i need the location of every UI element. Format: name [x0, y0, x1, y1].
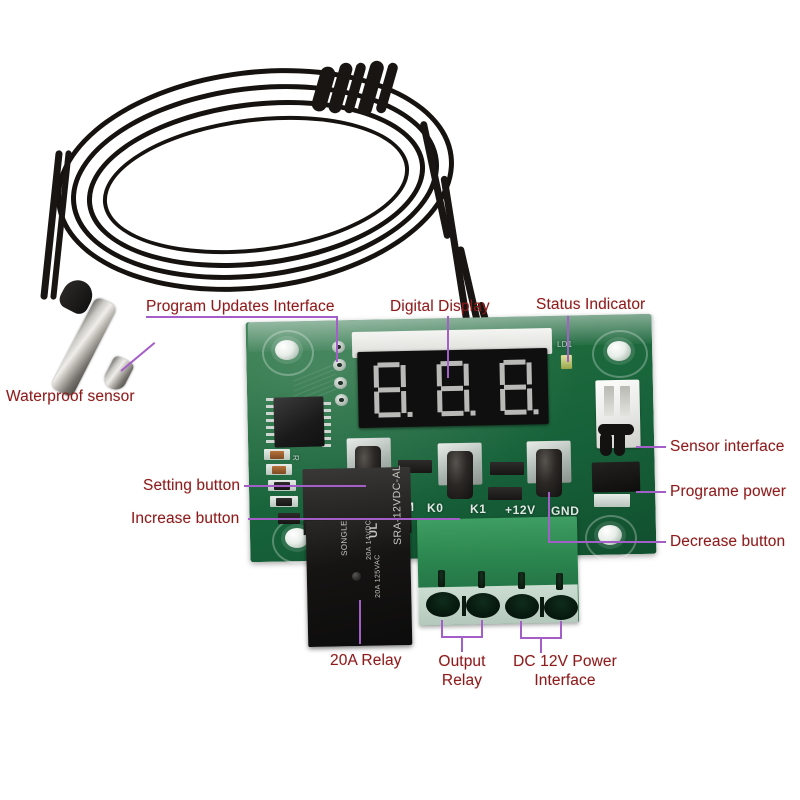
label-decrease-button: Decrease button	[670, 533, 786, 550]
label-program-updates-interface: Program Updates Interface	[146, 298, 335, 315]
terminal-screw-slot-4[interactable]	[556, 573, 563, 590]
relay-brand: SONGLE	[339, 520, 349, 556]
silk-led-ref: LD1	[557, 340, 573, 349]
relay-part-number: SRA-12VDC-AL	[390, 464, 404, 545]
smd-strip-3	[488, 487, 522, 500]
terminal-port-12v[interactable]	[505, 594, 539, 619]
label-setting-button: Setting button	[143, 477, 241, 494]
label-dc-power-line1: DC 12V Power	[513, 653, 617, 670]
label-digital-display: Digital Display	[390, 298, 490, 315]
terminal-port-k0[interactable]	[426, 592, 460, 617]
silk-label-k1: K1	[470, 502, 487, 516]
mount-hole-bottom-right	[598, 525, 622, 545]
smd-pad-bottom-right	[594, 494, 630, 507]
label-output-relay-line2: Relay	[441, 672, 483, 689]
label-dc-power-line2: Interface	[534, 672, 596, 689]
silk-label-gnd: GND	[551, 504, 580, 518]
mount-hole-ring-br	[585, 515, 637, 561]
label-status-indicator: Status Indicator	[536, 296, 646, 313]
label-sensor-interface: Sensor interface	[670, 438, 785, 455]
relay-rating-2: 20A 125VAC	[374, 554, 382, 598]
terminal-port-k1[interactable]	[466, 593, 500, 618]
digital-display-module	[357, 348, 549, 428]
relay-cert-mark: UL	[367, 522, 380, 538]
label-output-relay-line1: Output	[438, 653, 486, 670]
terminal-screw-slot-3[interactable]	[518, 572, 525, 589]
smd-strip-2	[490, 462, 524, 475]
programe-power-component	[591, 461, 641, 493]
silk-label-12v: +12V	[505, 503, 536, 517]
label-increase-button: Increase button	[131, 510, 240, 527]
terminal-screw-slot-2[interactable]	[478, 571, 485, 588]
seven-segment-digit-3	[497, 358, 539, 415]
label-output-relay: Output Relay	[424, 652, 500, 690]
seven-segment-digit-1	[370, 361, 413, 418]
mount-hole-top-left	[275, 340, 299, 360]
mount-hole-ring-tr	[592, 330, 648, 378]
terminal-port-gnd[interactable]	[544, 595, 578, 620]
label-waterproof-sensor: Waterproof sensor	[6, 388, 135, 405]
mount-hole-top-right	[607, 341, 631, 361]
label-dc-12v-power-interface: DC 12V Power Interface	[500, 652, 630, 690]
terminal-screw-slot-1[interactable]	[438, 570, 445, 587]
label-20a-relay: 20A Relay	[330, 652, 402, 669]
silk-label-k0: K0	[427, 501, 444, 515]
seven-segment-digit-2	[433, 360, 476, 417]
mount-hole-ring-tl	[262, 330, 314, 376]
label-programe-power: Programe power	[670, 483, 786, 500]
